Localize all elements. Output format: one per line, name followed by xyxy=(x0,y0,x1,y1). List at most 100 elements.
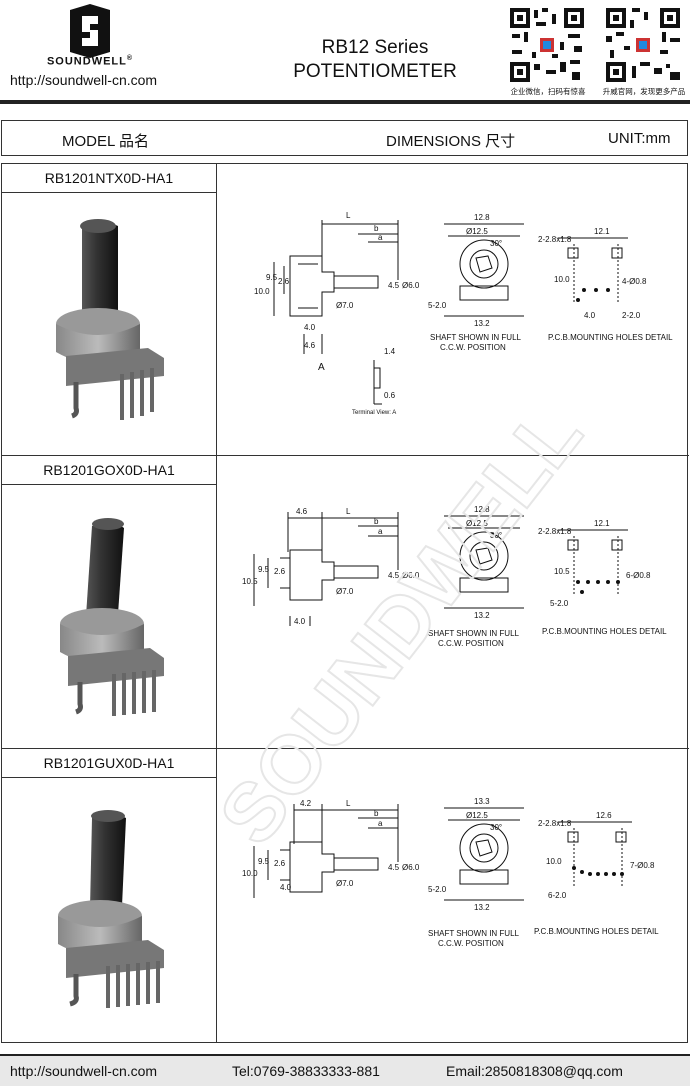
potentiometer-photo xyxy=(58,810,164,1008)
dim-label: Ø7.0 xyxy=(336,587,354,596)
dim-label: a xyxy=(378,527,383,536)
caption-pcb: P.C.B.MOUNTING HOLES DETAIL xyxy=(542,627,667,636)
footer-website[interactable]: http://soundwell-cn.com xyxy=(10,1063,158,1079)
view-label: A xyxy=(318,362,325,373)
dim-label: 12.6 xyxy=(596,811,612,820)
dim-label: 9.5 xyxy=(258,857,270,866)
qr-code-website[interactable] xyxy=(604,6,682,84)
dim-label: Ø7.0 xyxy=(336,301,354,310)
model-name: RB1201GOX0D-HA1 xyxy=(43,462,175,478)
dim-label: Ø6.0 xyxy=(402,281,420,290)
dim-label: 12.8 xyxy=(474,213,490,222)
dim-label: 10.5 xyxy=(242,577,258,586)
terminal-view-label: Terminal View: A xyxy=(352,410,396,416)
column-model: MODEL 品名 xyxy=(62,133,149,150)
dim-label: 10.0 xyxy=(554,275,570,284)
caption-shaft: SHAFT SHOWN IN FULL xyxy=(428,929,520,938)
series-name: RB12 Series xyxy=(321,37,429,58)
caption-shaft: SHAFT SHOWN IN FULL xyxy=(428,629,520,638)
dim-label: 1.4 xyxy=(384,347,396,356)
dim-label: Ø6.0 xyxy=(402,571,420,580)
qr-code-wechat[interactable] xyxy=(508,6,586,84)
caption-pcb: P.C.B.MOUNTING HOLES DETAIL xyxy=(534,927,659,936)
potentiometer-photo xyxy=(56,219,164,420)
caption-shaft: SHAFT SHOWN IN FULL xyxy=(430,333,522,342)
column-unit: UNIT:mm xyxy=(608,130,671,147)
dim-label: 4.0 xyxy=(294,617,306,626)
dim-label: a xyxy=(378,819,383,828)
header-divider xyxy=(0,100,690,104)
dim-label: Ø12.5 xyxy=(466,811,488,820)
page-title: RB12 Series POTENTIOMETER xyxy=(270,36,480,84)
dim-label: 10.5 xyxy=(554,567,570,576)
dim-label: 10.0 xyxy=(254,287,270,296)
model-name: RB1201GUX0D-HA1 xyxy=(43,755,175,771)
model-name: RB1201NTX0D-HA1 xyxy=(44,170,174,186)
dim-label: 2-2.8x1.8 xyxy=(538,235,572,244)
dimension-drawing: 4.6 L b a 9.5 2.6 10.5 4.5 Ø6.0 Ø7.0 4.0… xyxy=(242,505,667,648)
dim-label: b xyxy=(374,809,379,818)
dim-label: 4.0 xyxy=(280,883,292,892)
dimension-drawing: 4.2 L b a 9.5 2.6 10.0 4.5 Ø6.0 Ø7.0 4.0… xyxy=(242,797,659,948)
dim-label: 5-2.0 xyxy=(428,885,447,894)
soundwell-logo xyxy=(70,4,110,58)
dim-label: 4.5 xyxy=(388,863,400,872)
dim-label: 6-Ø0.8 xyxy=(626,571,651,580)
dim-label: 12.8 xyxy=(474,505,490,514)
dim-label: 4.6 xyxy=(296,507,308,516)
dim-label: L xyxy=(346,799,351,808)
dim-label: 2.6 xyxy=(278,277,290,286)
footer-tel: Tel:0769-38833333-881 xyxy=(232,1063,380,1079)
dim-label: L xyxy=(346,211,351,220)
dim-label: 12.1 xyxy=(594,227,610,236)
brand-name: SOUNDWELL® xyxy=(46,55,134,68)
dim-label: 4-Ø0.8 xyxy=(622,277,647,286)
dim-label: 4.0 xyxy=(304,323,316,332)
dim-label: 4.2 xyxy=(300,799,312,808)
row-divider xyxy=(2,484,216,485)
dim-label: 13.2 xyxy=(474,903,490,912)
dim-label: 2.6 xyxy=(274,567,286,576)
spec-table: RB1201NTX0D-HA1 xyxy=(1,163,689,1043)
dim-label: 7-Ø0.8 xyxy=(630,861,655,870)
column-header-bar: MODEL 品名 DIMENSIONS 尺寸 UNIT:mm xyxy=(1,120,688,156)
dim-label: 13.3 xyxy=(474,797,490,806)
product-name: POTENTIOMETER xyxy=(293,61,457,82)
dim-label: 30° xyxy=(490,823,502,832)
dim-label: Ø7.0 xyxy=(336,879,354,888)
dim-label: b xyxy=(374,517,379,526)
dim-label: 13.2 xyxy=(474,319,490,328)
dim-label: 4.6 xyxy=(304,341,316,350)
dim-label: 0.6 xyxy=(384,391,396,400)
dim-label: 6-2.0 xyxy=(548,891,567,900)
dim-label: 2-2.8x1.8 xyxy=(538,819,572,828)
dim-label: 10.0 xyxy=(546,857,562,866)
dim-label: 13.2 xyxy=(474,611,490,620)
caption-pcb: P.C.B.MOUNTING HOLES DETAIL xyxy=(548,333,673,342)
dim-label: L xyxy=(346,507,351,516)
caption-position: C.C.W. POSITION xyxy=(438,939,504,948)
row-divider xyxy=(2,777,216,778)
dim-label: 12.1 xyxy=(594,519,610,528)
header-website[interactable]: http://soundwell-cn.com xyxy=(10,72,158,88)
dim-label: 5-2.0 xyxy=(428,301,447,310)
dim-label: 2.6 xyxy=(274,859,286,868)
dim-label: 30° xyxy=(490,531,502,540)
potentiometer-photo xyxy=(60,518,164,716)
dimension-drawing: L b a 9.5 2.6 10.0 4.5 Ø6.0 Ø7.0 4.0 4.6… xyxy=(254,211,673,416)
dim-label: 2-2.8x1.8 xyxy=(538,527,572,536)
dim-label: Ø12.5 xyxy=(466,227,488,236)
dim-label: Ø6.0 xyxy=(402,863,420,872)
caption-position: C.C.W. POSITION xyxy=(438,639,504,648)
dim-label: b xyxy=(374,224,379,233)
row-divider xyxy=(2,748,689,749)
dim-label: 10.0 xyxy=(242,869,258,878)
dim-label: 9.5 xyxy=(258,565,270,574)
dim-label: 5-2.0 xyxy=(550,599,569,608)
dim-label: 9.5 xyxy=(266,273,278,282)
footer-email[interactable]: Email:2850818308@qq.com xyxy=(446,1063,623,1079)
dim-label: a xyxy=(378,233,383,242)
dim-label: 30° xyxy=(490,239,502,248)
column-dimensions: DIMENSIONS 尺寸 xyxy=(386,133,516,150)
dim-label: 4.5 xyxy=(388,571,400,580)
